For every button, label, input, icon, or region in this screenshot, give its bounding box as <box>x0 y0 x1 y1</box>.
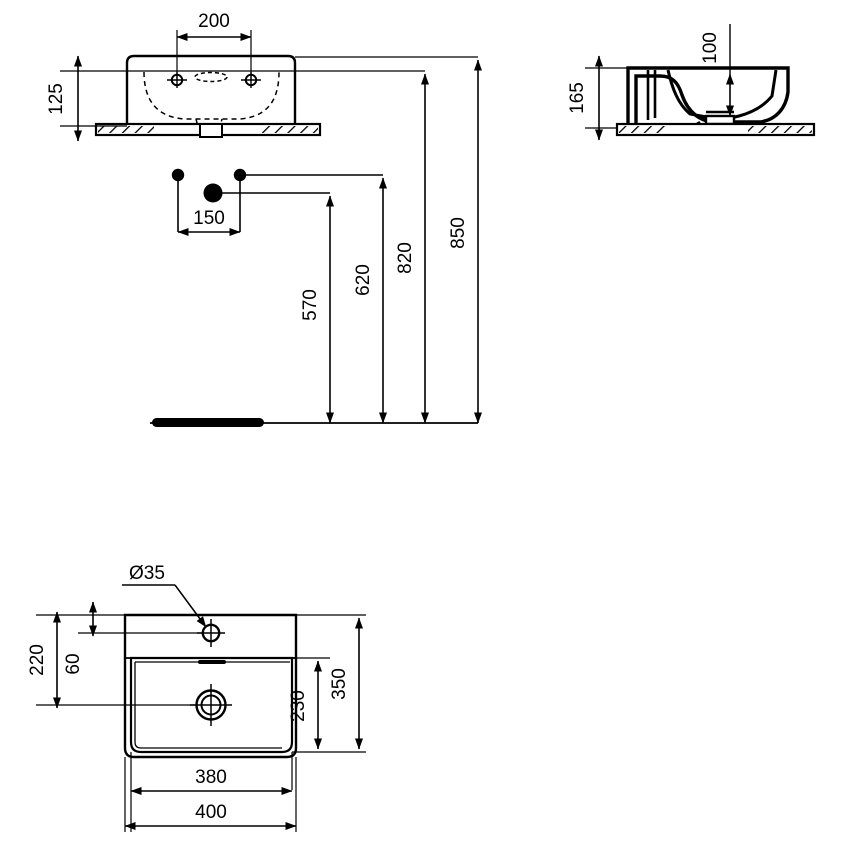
dim-380-group: 380 <box>130 767 293 795</box>
dim-620-label: 620 <box>353 264 374 296</box>
dim-165-group: 165 <box>567 55 628 141</box>
top-plan-view: Ø35 220 60 230 350 <box>27 563 366 832</box>
plan-drain-hole <box>190 684 232 726</box>
dim-350-group: 350 <box>329 617 363 750</box>
dim-200-label: 200 <box>198 11 230 32</box>
dim-380-label: 380 <box>195 767 227 788</box>
installation-heights-view: 150 570 620 820 850 <box>150 56 482 427</box>
plan-overflow-slot <box>198 660 226 664</box>
dim-350-label: 350 <box>329 668 350 700</box>
dim-60-group: 60 <box>63 601 97 675</box>
front-floor-band <box>94 122 322 138</box>
callout-diameter-35: Ø35 <box>122 563 207 628</box>
dim-850-group: 850 <box>295 56 482 424</box>
side-floor-band <box>615 122 816 137</box>
dim-200-group: 200 <box>176 11 252 80</box>
floor-marker-bar <box>152 418 264 427</box>
dim-60-label: 60 <box>63 653 84 674</box>
dim-230-label: 230 <box>288 690 309 722</box>
side-bowl-inner-wall <box>666 69 713 120</box>
dim-125-group: 125 <box>46 55 127 142</box>
callout-diameter-label: Ø35 <box>129 563 165 584</box>
dim-100-group: 100 <box>700 24 734 117</box>
dim-570-label: 570 <box>300 289 321 321</box>
dim-620-group: 620 <box>353 177 387 424</box>
side-section-outline <box>626 66 790 130</box>
dim-820-label: 820 <box>395 242 416 274</box>
plan-bowl-outline <box>129 656 294 754</box>
dim-400-group: 400 <box>124 802 297 830</box>
side-backwall-lines <box>646 70 657 120</box>
dim-850-label: 850 <box>448 217 469 249</box>
dim-230-group: 230 <box>288 660 322 750</box>
dim-100-label: 100 <box>700 32 721 64</box>
dim-400-label: 400 <box>195 802 227 823</box>
basin-front-outline <box>125 54 297 128</box>
dim-150-label: 150 <box>193 208 225 229</box>
dim-570-group: 570 <box>300 195 334 424</box>
overflow-slot <box>194 71 228 83</box>
dim-125-label: 125 <box>46 83 67 115</box>
dim-220-group: 220 <box>27 611 61 709</box>
side-waste-outlet <box>704 114 736 126</box>
dim-165-label: 165 <box>567 82 588 114</box>
front-elevation-view: 200 125 <box>46 11 322 142</box>
dim-150-group: 150 <box>177 208 241 236</box>
dim-220-label: 220 <box>27 644 48 676</box>
side-section-view: 165 100 <box>567 24 816 141</box>
dim-820-group: 820 <box>295 70 429 424</box>
callout-leader-line <box>174 584 207 628</box>
